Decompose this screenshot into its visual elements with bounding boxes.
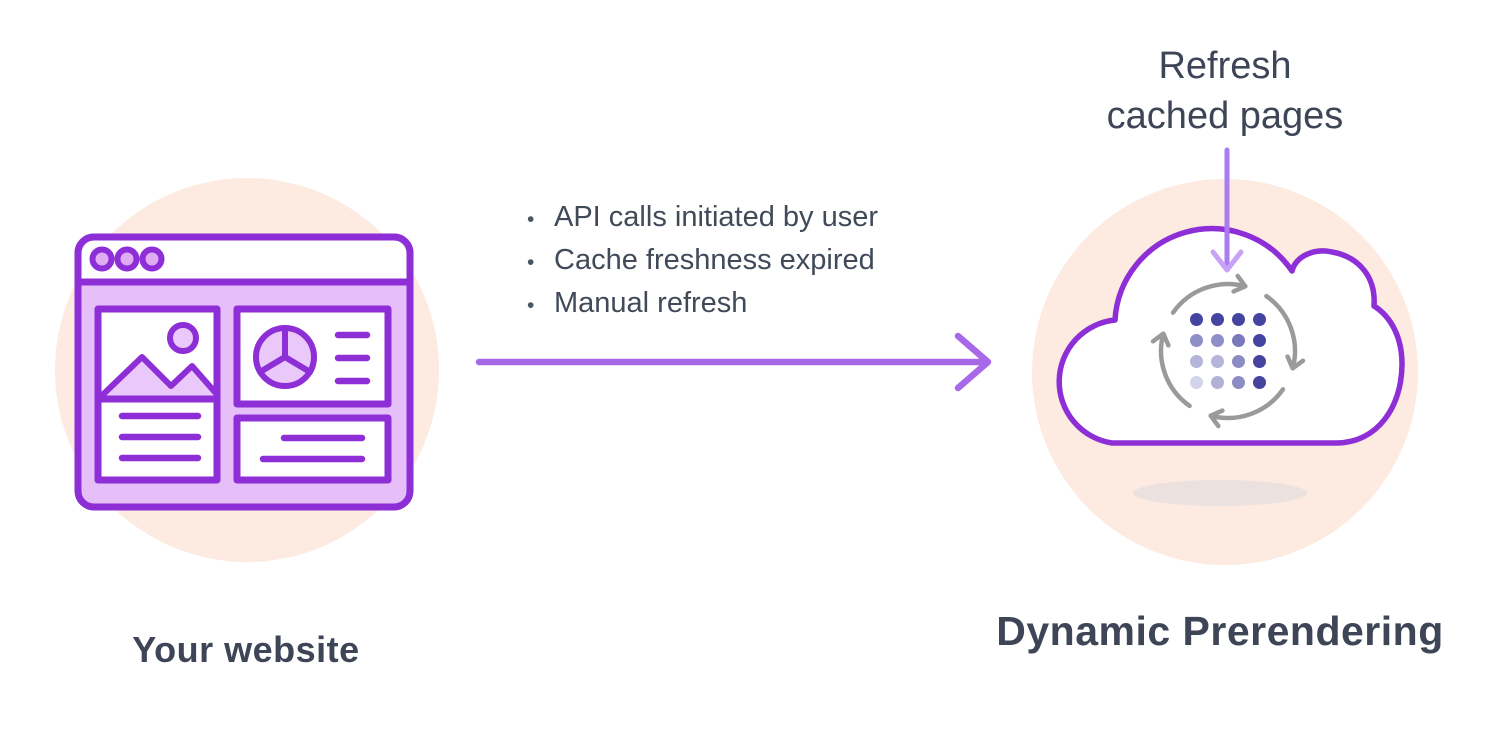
refresh-cached-pages-label: Refresh cached pages bbox=[1025, 41, 1425, 141]
cache-dot bbox=[1211, 313, 1224, 326]
list-item: • Cache freshness expired bbox=[527, 240, 878, 283]
dynamic-prerendering-illustration bbox=[1032, 147, 1418, 565]
cache-dot bbox=[1232, 376, 1245, 389]
cache-dot bbox=[1190, 376, 1203, 389]
trigger-text: API calls initiated by user bbox=[554, 201, 878, 233]
stats-lines-icon bbox=[334, 331, 371, 385]
annotation-line-1: Refresh bbox=[1158, 45, 1292, 87]
cached-pages-dot-grid bbox=[1190, 313, 1266, 389]
browser-title-bar bbox=[74, 233, 414, 286]
content-panel bbox=[233, 414, 392, 484]
flow-arrow-icon bbox=[475, 332, 992, 392]
content-lines-icon bbox=[259, 434, 366, 463]
browser-window-icon bbox=[74, 233, 414, 511]
trigger-text: Manual refresh bbox=[554, 287, 748, 319]
cache-dot bbox=[1190, 355, 1203, 368]
your-website-illustration bbox=[55, 178, 439, 562]
traffic-light-dots-icon bbox=[89, 246, 165, 272]
your-website-title: Your website bbox=[132, 629, 360, 670]
bullet-icon: • bbox=[527, 208, 535, 231]
cache-dot bbox=[1253, 334, 1266, 347]
cache-dot bbox=[1232, 313, 1245, 326]
cache-dot bbox=[1253, 355, 1266, 368]
refresh-down-arrow-icon bbox=[1210, 147, 1244, 273]
cache-dot bbox=[1211, 376, 1224, 389]
list-item: • API calls initiated by user bbox=[527, 197, 878, 240]
dynamic-prerendering-title: Dynamic Prerendering bbox=[996, 608, 1444, 654]
sun-icon bbox=[167, 322, 199, 354]
bullet-icon: • bbox=[527, 294, 535, 317]
list-item: • Manual refresh bbox=[527, 283, 878, 326]
cache-dot bbox=[1211, 355, 1224, 368]
cache-dot bbox=[1190, 313, 1203, 326]
cloud-icon bbox=[1056, 225, 1405, 446]
pie-chart-icon bbox=[253, 325, 317, 389]
cache-dot bbox=[1253, 376, 1266, 389]
text-lines-icon bbox=[118, 412, 202, 462]
trigger-list: • API calls initiated by user • Cache fr… bbox=[527, 197, 878, 326]
cache-dot bbox=[1232, 334, 1245, 347]
cache-dot bbox=[1253, 313, 1266, 326]
cache-dot bbox=[1211, 334, 1224, 347]
trigger-text: Cache freshness expired bbox=[554, 244, 875, 276]
cache-dot bbox=[1190, 334, 1203, 347]
cloud-shadow bbox=[1133, 480, 1307, 506]
bullet-icon: • bbox=[527, 251, 535, 274]
cache-dot bbox=[1232, 355, 1245, 368]
mountain-image-icon bbox=[101, 354, 214, 397]
sync-cycle-arrows-icon bbox=[1150, 273, 1306, 429]
annotation-line-2: cached pages bbox=[1106, 95, 1344, 137]
